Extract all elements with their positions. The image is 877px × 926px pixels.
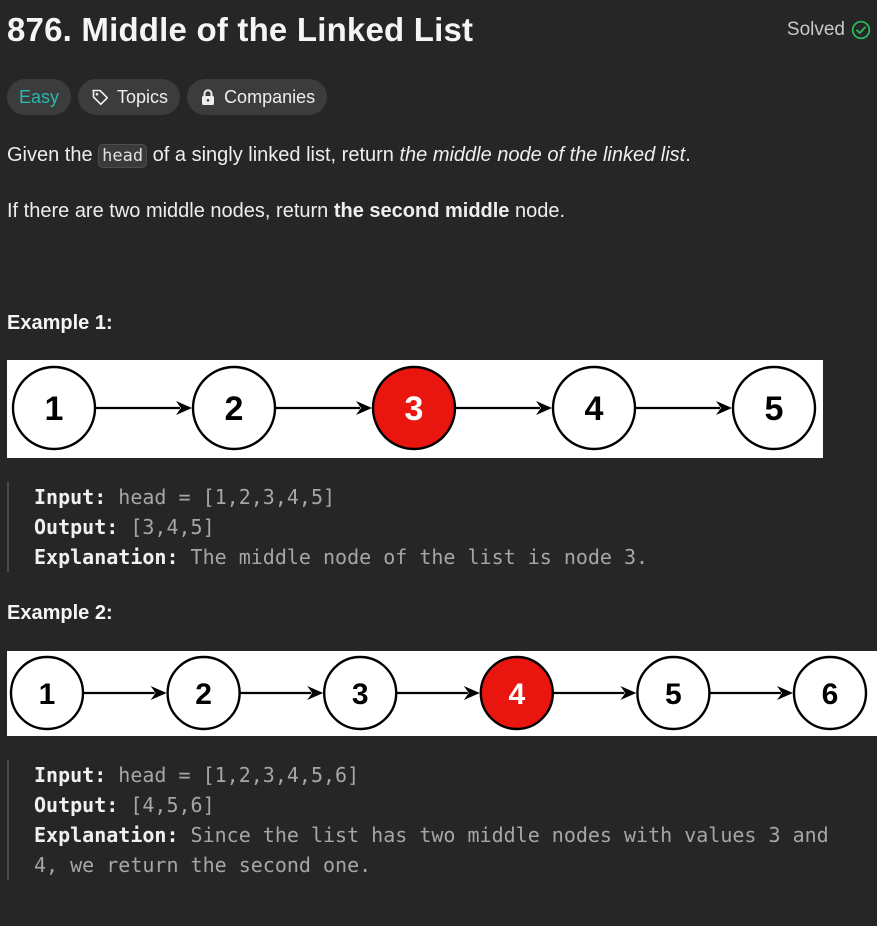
list-node: 1 — [9, 655, 85, 731]
description-paragraph-2: If there are two middle nodes, return th… — [7, 200, 565, 223]
difficulty-label: Easy — [19, 86, 60, 107]
node-value: 4 — [508, 678, 525, 711]
description-text: node. — [509, 200, 566, 222]
solved-label: Solved — [786, 19, 845, 40]
description-text: Given the — [7, 144, 99, 166]
output-value: [4,5,6] — [118, 793, 215, 817]
output-value: [3,4,5] — [118, 515, 215, 539]
example-2-diagram: 1 2 3 4 5 6 — [7, 651, 877, 736]
node-value: 4 — [585, 390, 604, 428]
input-label: Input: — [34, 763, 107, 787]
tag-row: Easy Topics Companies — [7, 79, 328, 115]
list-node: 1 — [11, 365, 97, 451]
list-node: 5 — [731, 365, 817, 451]
companies-button[interactable]: Companies — [187, 79, 328, 115]
explanation-label: Explanation: — [34, 545, 179, 569]
node-value: 6 — [822, 678, 839, 711]
example-1-output: Output: [3,4,5] — [34, 512, 648, 542]
node-value: 2 — [195, 678, 212, 711]
list-arrow — [95, 401, 192, 415]
explanation-text: The middle node of the list is node 3. — [178, 545, 649, 569]
input-value: head = [1,2,3,4,5,6] — [106, 763, 360, 787]
node-value: 1 — [39, 678, 56, 711]
example-2-output: Output: [4,5,6] — [34, 790, 829, 820]
solved-status: Solved — [787, 19, 871, 41]
list-node: 4 — [551, 365, 637, 451]
list-node: 5 — [636, 655, 711, 731]
description-strong: the second middle — [333, 200, 510, 222]
node-value: 5 — [665, 678, 682, 711]
output-label: Output: — [34, 515, 119, 539]
explanation-text: Since the list has two middle nodes with… — [178, 823, 829, 847]
middle-node: 4 — [479, 655, 554, 731]
list-node: 2 — [166, 655, 241, 731]
list-arrow — [455, 401, 552, 415]
list-arrow — [239, 686, 324, 700]
node-value: 3 — [405, 390, 424, 428]
description-text: . — [685, 144, 691, 166]
output-label: Output: — [34, 793, 119, 817]
list-node: 3 — [323, 655, 398, 731]
list-arrow — [709, 686, 793, 700]
example-2-title: Example 2: — [7, 602, 113, 624]
node-value: 1 — [45, 390, 64, 428]
inline-code-head: head — [98, 144, 148, 168]
description-text: of a singly linked list, return — [147, 144, 400, 166]
node-value: 5 — [765, 390, 784, 428]
description-paragraph-1: Given the head of a singly linked list, … — [7, 144, 691, 168]
explanation-text: 4, we return the second one. — [34, 853, 372, 877]
explanation-label: Explanation: — [34, 823, 179, 847]
tag-icon — [92, 89, 109, 106]
input-value: head = [1,2,3,4,5] — [106, 485, 336, 509]
example-1-block: Input: head = [1,2,3,4,5]Output: [3,4,5]… — [7, 482, 648, 572]
input-label: Input: — [34, 485, 107, 509]
example-2-explanation-cont: 4, we return the second one. — [34, 850, 829, 880]
example-1-input: Input: head = [1,2,3,4,5] — [34, 482, 648, 512]
example-1-explanation: Explanation: The middle node of the list… — [34, 542, 648, 572]
list-arrow — [635, 401, 732, 415]
example-2-input: Input: head = [1,2,3,4,5,6] — [34, 760, 829, 790]
topics-button[interactable]: Topics — [78, 79, 181, 115]
problem-title: 876. Middle of the Linked List — [7, 11, 474, 48]
node-value: 2 — [225, 390, 244, 428]
description-emphasis: the middle node of the linked list — [399, 144, 686, 166]
example-1-diagram: 1 2 3 4 5 — [7, 360, 823, 458]
node-value: 3 — [352, 678, 369, 711]
list-arrow — [83, 686, 167, 700]
lock-icon — [202, 89, 215, 105]
description-text: If there are two middle nodes, return — [7, 200, 334, 222]
example-2-block: Input: head = [1,2,3,4,5,6]Output: [4,5,… — [7, 760, 829, 880]
topics-label: Topics — [117, 86, 169, 107]
middle-node: 3 — [371, 365, 457, 451]
check-circle-icon — [851, 20, 871, 40]
difficulty-badge[interactable]: Easy — [7, 79, 72, 115]
list-arrow — [552, 686, 637, 700]
companies-label: Companies — [224, 86, 316, 107]
list-arrow — [396, 686, 480, 700]
example-1-title: Example 1: — [7, 312, 113, 334]
list-node: 6 — [792, 655, 868, 731]
list-arrow — [275, 401, 372, 415]
list-node: 2 — [191, 365, 277, 451]
example-2-explanation: Explanation: Since the list has two midd… — [34, 820, 829, 850]
